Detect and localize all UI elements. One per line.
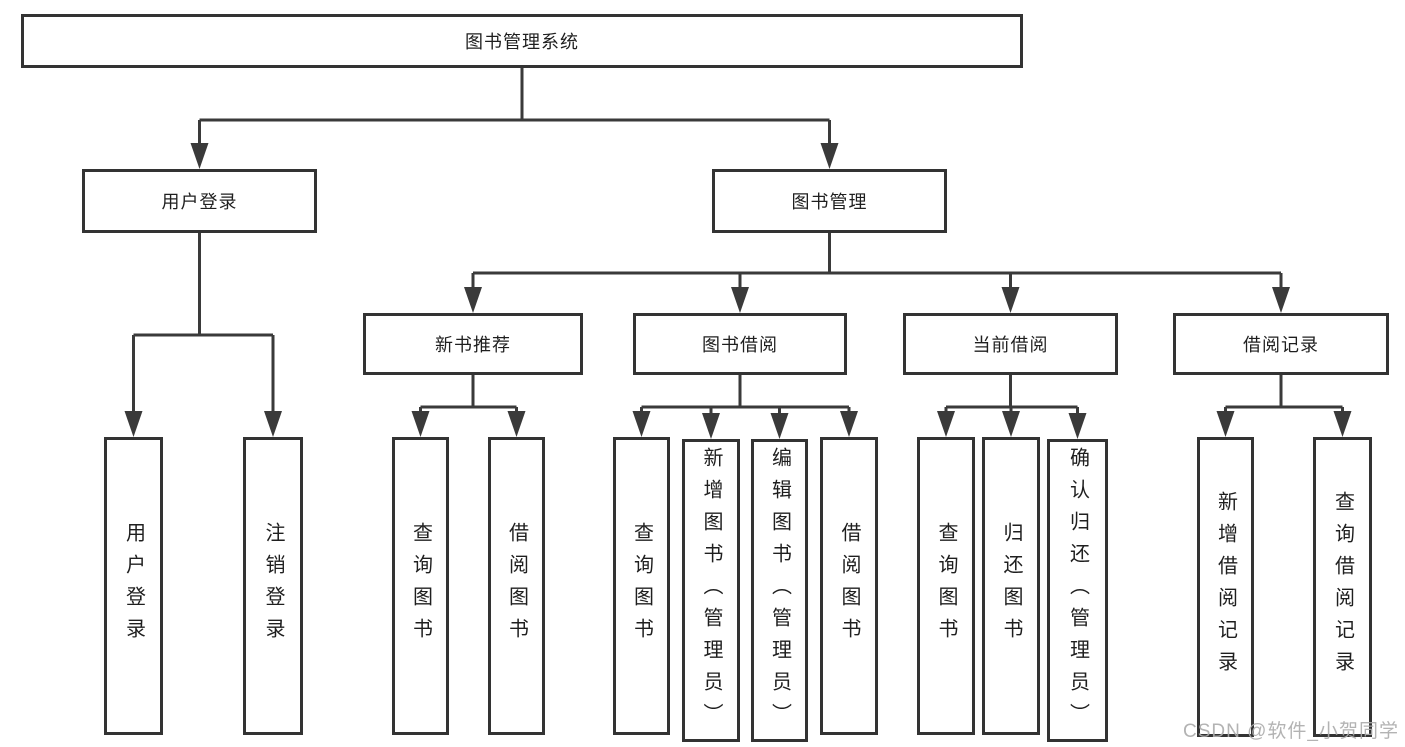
node-current-borrowing: 当前借阅 xyxy=(903,313,1118,375)
node-label: 编辑图书（管理员） xyxy=(768,446,791,735)
node-new-book-recommend: 新书推荐 xyxy=(363,313,583,375)
node-label: 当前借阅 xyxy=(972,335,1049,355)
leaf-user-login: 用户登录 xyxy=(104,437,163,735)
node-label: 图书管理系统 xyxy=(465,32,579,52)
leaf-edit-books-admin: 编辑图书（管理员） xyxy=(751,439,808,742)
leaf-query-borrow-record: 查询借阅记录 xyxy=(1313,437,1372,737)
leaf-query-books-recommend: 查询图书 xyxy=(392,437,449,735)
node-label: 新增图书（管理员） xyxy=(700,446,722,735)
node-label: 借阅记录 xyxy=(1243,335,1319,355)
node-book-borrowing: 图书借阅 xyxy=(633,313,847,375)
leaf-add-borrow-record: 新增借阅记录 xyxy=(1197,437,1254,737)
leaf-confirm-return-admin: 确认归还（管理员） xyxy=(1047,439,1108,742)
node-label: 查询图书 xyxy=(630,522,653,650)
node-label: 借阅图书 xyxy=(505,522,528,650)
node-label: 查询图书 xyxy=(409,522,432,650)
node-label: 用户登录 xyxy=(122,522,145,650)
leaf-logout: 注销登录 xyxy=(243,437,303,735)
node-label: 归还图书 xyxy=(1000,522,1022,650)
node-label: 图书借阅 xyxy=(702,335,778,355)
leaf-add-books-admin: 新增图书（管理员） xyxy=(682,439,740,742)
leaf-query-books-borrowing: 查询图书 xyxy=(613,437,670,735)
node-label: 注销登录 xyxy=(262,522,284,650)
node-label: 确认归还（管理员） xyxy=(1066,446,1089,735)
node-label: 查询借阅记录 xyxy=(1331,491,1354,683)
node-label: 用户登录 xyxy=(161,192,238,212)
node-borrow-records: 借阅记录 xyxy=(1173,313,1389,375)
node-label: 借阅图书 xyxy=(838,522,860,650)
csdn-watermark: CSDN @软件_小贺同学 xyxy=(1183,721,1399,742)
node-label: 查询图书 xyxy=(935,522,957,650)
node-book-management: 图书管理 xyxy=(712,169,947,233)
node-label: 新书推荐 xyxy=(435,335,511,355)
node-user-login: 用户登录 xyxy=(82,169,317,233)
leaf-borrow-books: 借阅图书 xyxy=(820,437,878,735)
leaf-return-books: 归还图书 xyxy=(982,437,1040,735)
node-library-management-system: 图书管理系统 xyxy=(21,14,1023,68)
leaf-query-books-current: 查询图书 xyxy=(917,437,975,735)
leaf-borrow-books-recommend: 借阅图书 xyxy=(488,437,545,735)
node-label: 图书管理 xyxy=(791,192,868,212)
node-label: 新增借阅记录 xyxy=(1214,491,1237,683)
